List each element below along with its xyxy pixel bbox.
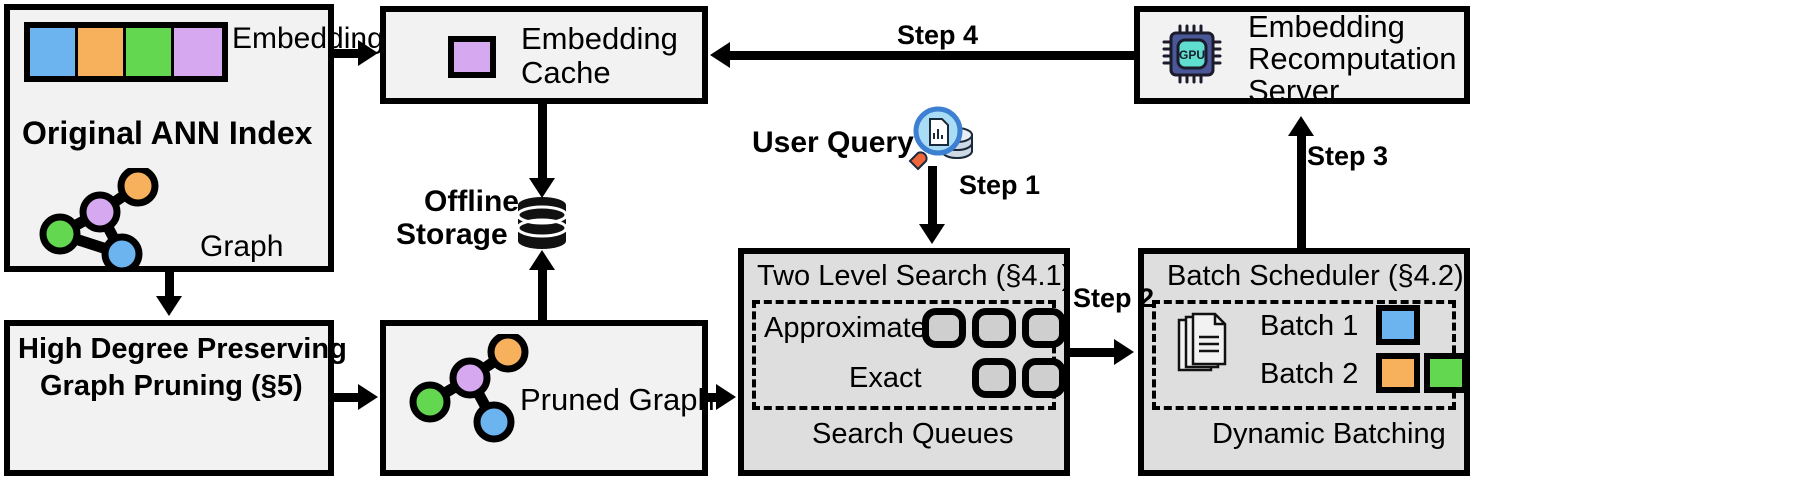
batch-scheduler-title: Batch Scheduler (§4.2) — [1167, 260, 1464, 292]
embedding-cache-title-line1: Embedding — [521, 21, 678, 56]
pruned-node-green — [409, 381, 451, 423]
arrow-cache-to-storage-head — [529, 178, 555, 198]
graph-node-orange — [117, 168, 159, 207]
arrow-step3-line — [1297, 134, 1306, 250]
two-level-search-footer: Search Queues — [812, 418, 1014, 450]
search-queues-dashed-region — [752, 300, 1056, 410]
embedding-chip-orange — [78, 28, 126, 76]
step-1-label: Step 1 — [959, 170, 1041, 200]
batch-2-swatch-orange — [1376, 353, 1420, 393]
block-embedding-cache — [380, 6, 708, 104]
embedding-cache-swatch — [448, 36, 496, 78]
arrow-step2-head — [1114, 339, 1134, 365]
block-high-degree-pruning — [4, 320, 334, 476]
pruned-node-purple — [449, 357, 491, 399]
gpu-chip-icon: GPU — [1162, 24, 1222, 84]
step-3-label: Step 3 — [1307, 141, 1389, 171]
graph-node-purple — [79, 191, 121, 233]
graph-node-blue — [101, 233, 143, 268]
documents-stack-icon — [1177, 312, 1227, 372]
arrow-pruned-to-storage-head — [529, 250, 555, 270]
pruned-node-blue — [473, 401, 515, 443]
arrow-index-to-cache-line — [334, 49, 362, 58]
step-2-label: Step 2 — [1073, 283, 1155, 313]
arrow-pruned-to-search-head — [716, 384, 736, 410]
arrow-step2-line — [1070, 348, 1118, 357]
two-level-search-title: Two Level Search (§4.1) — [757, 260, 1072, 292]
graph-label: Graph — [200, 230, 284, 263]
embedding-chips — [24, 22, 228, 82]
original-ann-index-title: Original ANN Index — [22, 115, 313, 151]
arrow-index-to-cache-head — [358, 40, 378, 66]
queue-slot-approx-2[interactable] — [972, 308, 1016, 348]
arrow-pruning-to-pruned-line — [334, 393, 362, 402]
arrow-index-to-pruning-line — [165, 272, 174, 302]
batch-1-swatch-blue — [1376, 305, 1420, 345]
arrow-step1-head — [919, 224, 945, 244]
magnifier-document-database-icon — [908, 106, 973, 171]
arrow-pruning-to-pruned-head — [358, 384, 378, 410]
embedding-chip-purple — [174, 28, 222, 76]
high-degree-pruning-title-line2: Graph Pruning (§5) — [40, 370, 303, 402]
offline-storage-title-line2: Storage — [396, 218, 508, 251]
arrow-pruned-to-search-line — [708, 393, 722, 402]
batch-scheduler-footer: Dynamic Batching — [1212, 418, 1446, 450]
step-4-label: Step 4 — [897, 20, 979, 50]
pruned-graph-visual — [409, 334, 529, 443]
svg-text:GPU: GPU — [1179, 48, 1205, 62]
pruned-graph-title: Pruned Graph — [520, 382, 715, 417]
recomputation-server-title-line2: Recomputation — [1248, 41, 1457, 76]
queue-slot-exact-1[interactable] — [1022, 358, 1066, 398]
block-two-level-search — [738, 248, 1070, 476]
arrow-index-to-pruning-head — [156, 296, 182, 316]
queue-slot-exact-2[interactable] — [972, 358, 1016, 398]
arrow-cache-to-storage-line — [538, 104, 547, 182]
queue-slot-approx-3[interactable] — [922, 308, 966, 348]
recomputation-server-title-line3: Server — [1248, 73, 1340, 108]
arrow-step4-head — [710, 42, 730, 68]
graph-node-green — [39, 213, 81, 255]
arrow-step1-line — [928, 166, 937, 228]
search-row-label-exact: Exact — [849, 362, 922, 394]
user-query-label: User Query — [752, 126, 914, 159]
embedding-chip-blue — [30, 28, 78, 76]
embedding-chip-green — [126, 28, 174, 76]
arrow-step3-head — [1288, 116, 1314, 136]
high-degree-pruning-title-line1: High Degree Preserving — [18, 333, 347, 365]
batch-1-label: Batch 1 — [1260, 310, 1359, 342]
arrow-step4-line — [730, 51, 1136, 60]
database-cylinder-icon — [516, 197, 568, 249]
batch-2-label: Batch 2 — [1260, 358, 1359, 390]
queue-slot-approx-1[interactable] — [1022, 308, 1066, 348]
search-row-label-approximate: Approximate — [764, 312, 927, 344]
batch-2-swatch-green — [1424, 353, 1468, 393]
offline-storage-title-line1: Offline — [424, 185, 519, 218]
original-index-graph — [39, 168, 159, 268]
recomputation-server-title-line1: Embedding — [1248, 9, 1405, 44]
pruned-node-orange — [487, 334, 529, 373]
embedding-cache-title-line2: Cache — [521, 55, 611, 90]
arrow-pruned-to-storage-line — [538, 268, 547, 322]
